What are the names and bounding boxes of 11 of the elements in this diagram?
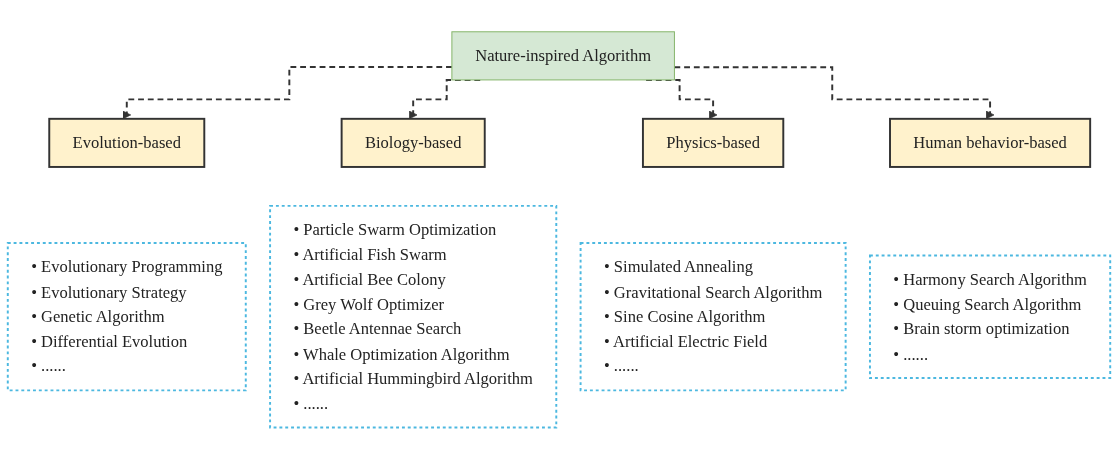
node-box: Biology-based (340, 117, 486, 168)
node-box: Physics-based (641, 117, 785, 168)
node-box: Evolution-based (48, 117, 206, 168)
node-box: • Harmony Search Algorithm • Queuing Search Algorithm • Brain storm optimization • ...... (869, 254, 1112, 379)
node-box: • Evolutionary Programming • Evolutionary Strategy • Genetic Algorithm • Differential Evolution • ...... (6, 241, 247, 392)
node-box: Human behavior-based (889, 117, 1092, 168)
node-box: Nature-inspired Algorithm (451, 31, 675, 81)
arrow (122, 65, 453, 119)
node-box: • Simulated Annealing • Gravitational Search Algorithm • Sine Cosine Algorithm • Artificial Electric Field • ...... (579, 241, 847, 392)
node-box: • Particle Swarm Optimization • Artificial Fish Swarm • Artificial Bee Colony • Grey Wolf Optimizer • Beetle Antennae Search • Whale Optimization Algorithm • Artificial Hummingbird Algorithm • ...... (269, 204, 558, 429)
arrow (673, 66, 995, 119)
